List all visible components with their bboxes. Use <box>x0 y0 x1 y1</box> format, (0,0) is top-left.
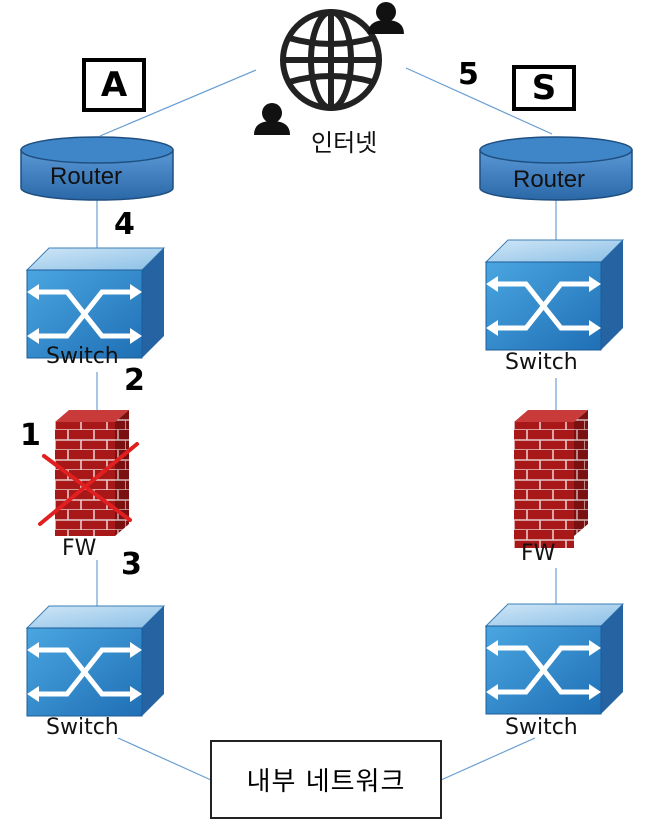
switch-icon-right-bottom <box>484 603 625 715</box>
internal-network-box: 내부 네트워크 <box>210 740 442 819</box>
firewall-icon-right <box>514 410 588 548</box>
switch-label-left-top: Switch <box>46 344 119 369</box>
link-left-switch-internal <box>117 737 212 781</box>
globe-icon <box>280 9 382 111</box>
internet-label: 인터넷 <box>311 129 378 157</box>
firewall-icon-left <box>55 410 129 536</box>
marker-5: 5 <box>458 57 479 92</box>
tag-box-left: A <box>82 58 146 112</box>
switch-label-left-bottom: Switch <box>46 715 119 740</box>
switch-label-right-bottom: Switch <box>505 715 578 740</box>
switch-label-right-top: Switch <box>505 350 578 375</box>
marker-2: 2 <box>124 363 145 398</box>
router-icon-left <box>20 136 174 201</box>
marker-3: 3 <box>121 547 142 582</box>
marker-4: 4 <box>114 207 135 242</box>
switch-icon-left-top <box>25 247 166 359</box>
router-icon-right <box>479 136 633 201</box>
user-icon <box>254 103 290 135</box>
disabled-cross-icon <box>38 442 139 526</box>
link-internet-right-router <box>405 67 553 135</box>
marker-1: 1 <box>20 418 41 453</box>
tag-box-right: S <box>512 65 576 111</box>
switch-icon-right-top <box>484 239 625 351</box>
fw-label-right: FW <box>521 541 556 566</box>
fw-label-left: FW <box>62 536 97 561</box>
router-label-left: Router <box>50 163 123 190</box>
router-label-right: Router <box>513 166 586 193</box>
switch-icon-left-bottom <box>25 605 166 717</box>
link-internet-left-router <box>99 69 257 137</box>
link-lines <box>96 67 557 781</box>
link-right-switch-internal <box>440 737 536 781</box>
user-icon <box>368 2 404 34</box>
